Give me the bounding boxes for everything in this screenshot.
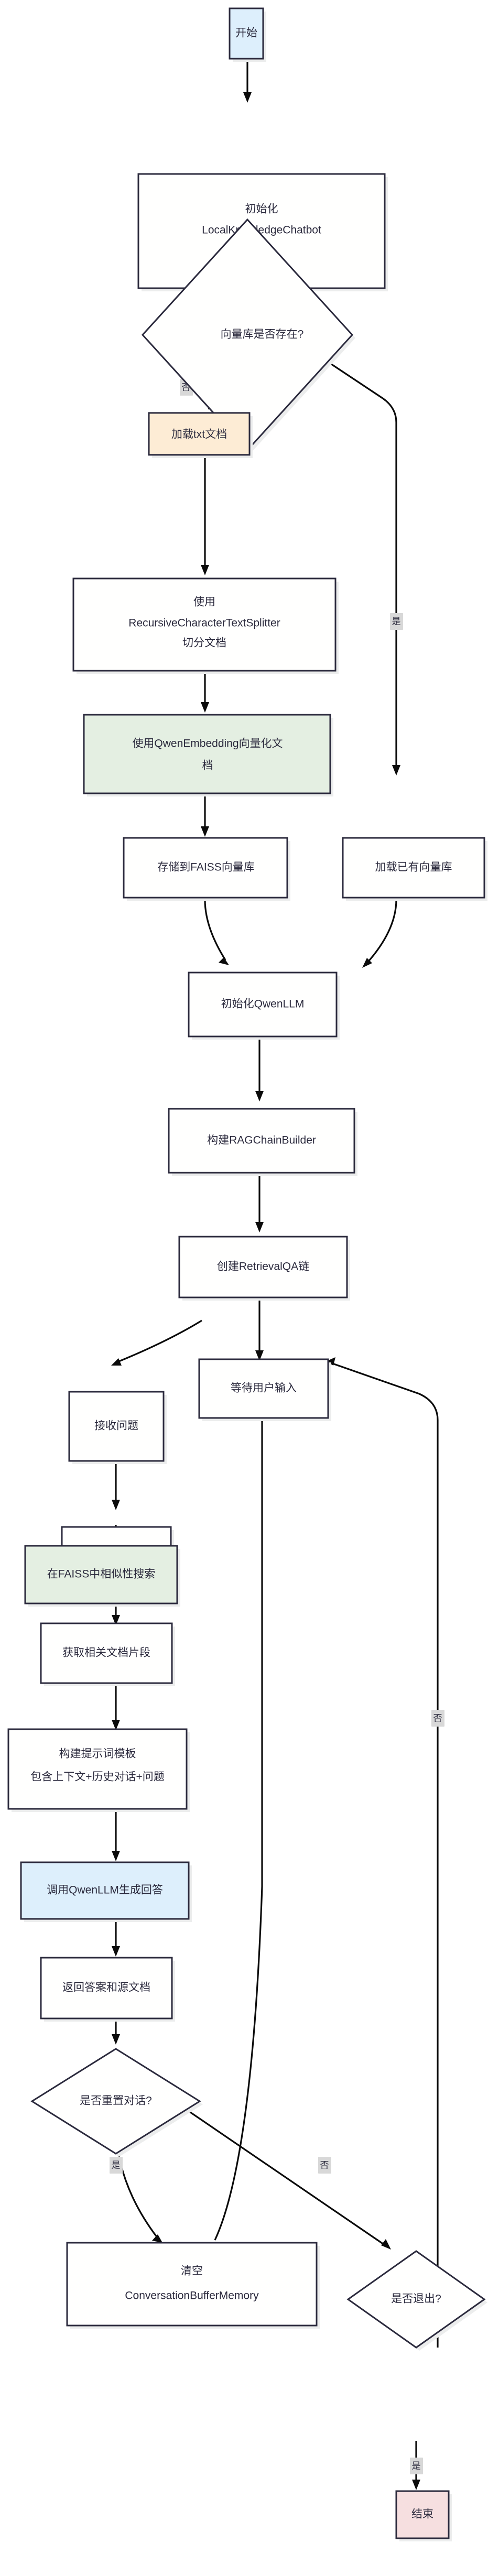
edge-waitinput-to-recvq bbox=[111, 1319, 202, 1366]
node-return-answer[interactable]: 返回答案和源文档 bbox=[40, 1957, 175, 2022]
node-start[interactable]: 开始 bbox=[229, 7, 266, 62]
edge-label-text: 否 bbox=[433, 1713, 442, 1723]
edge-recvq-to-vecq bbox=[112, 1460, 120, 1510]
node-label: 加载txt文档 bbox=[171, 429, 227, 441]
node-decision-reset[interactable]: 是否重置对话? bbox=[30, 2048, 203, 2157]
edge-label-text: 是 bbox=[112, 2160, 121, 2170]
node-build-prompt-template[interactable]: 构建提示词模板 包含上下文+历史对话+问题 bbox=[7, 1728, 190, 1812]
edge-label-text: 否 bbox=[320, 2160, 329, 2170]
edge-embed-to-storefaiss bbox=[201, 792, 209, 837]
edge-clearmem-to-waitinput bbox=[214, 1377, 266, 2241]
node-receive-question[interactable]: 接收问题 bbox=[68, 1391, 167, 1464]
node-label-line1: 使用 bbox=[193, 596, 215, 608]
node-load-txt[interactable]: 加载txt文档 bbox=[148, 412, 253, 458]
edge-label-decreset-no: 否 bbox=[318, 2157, 331, 2174]
node-label-line2: 档 bbox=[202, 760, 213, 772]
node-text-splitter[interactable]: 使用 RecursiveCharacterTextSplitter 切分文档 bbox=[72, 577, 339, 674]
edge-callllm-to-retanswer bbox=[112, 1918, 120, 1957]
edge-initllm-to-ragbuilder bbox=[255, 1038, 264, 1101]
edge-label-decvs-yes: 是 bbox=[390, 613, 403, 630]
node-label-line2: LocalKnowledgeChatbot bbox=[202, 224, 321, 236]
node-label: 是否退出? bbox=[391, 2293, 441, 2305]
edge-layer bbox=[111, 61, 439, 2490]
node-label-line2: ConversationBufferMemory bbox=[125, 2290, 259, 2302]
node-load-existing-vectorstore[interactable]: 加载已有向量库 bbox=[342, 837, 487, 901]
node-create-retrievalqa[interactable]: 创建RetrievalQA链 bbox=[178, 1236, 350, 1301]
edge-storefaiss-to-initllm bbox=[204, 899, 229, 965]
edge-splitter-to-embed bbox=[201, 672, 209, 713]
edge-start-to-init bbox=[243, 61, 252, 103]
edge-decvs-to-loadfaiss bbox=[291, 337, 400, 776]
node-label-line1: 初始化 bbox=[245, 203, 278, 215]
node-label-line1: 使用QwenEmbedding向量化文 bbox=[132, 738, 283, 750]
node-label-line2: RecursiveCharacterTextSplitter bbox=[128, 617, 280, 629]
node-label: 存储到FAISS向量库 bbox=[157, 861, 255, 874]
node-label-line1: 清空 bbox=[181, 2265, 203, 2277]
node-label: 开始 bbox=[235, 27, 257, 39]
node-label: 获取相关文档片段 bbox=[62, 1647, 150, 1659]
edge-loadfaiss-to-initllm bbox=[362, 899, 397, 968]
edge-decexit-to-waitinput bbox=[326, 1357, 439, 2348]
node-faiss-similarity-search[interactable]: 在FAISS中相似性搜索 bbox=[24, 1545, 180, 1607]
node-label: 等待用户输入 bbox=[231, 1382, 297, 1394]
node-label: 创建RetrievalQA链 bbox=[217, 1261, 309, 1273]
node-call-qwenllm[interactable]: 调用QwenLLM生成回答 bbox=[20, 1861, 192, 1922]
node-label: 在FAISS中相似性搜索 bbox=[47, 1568, 156, 1580]
node-label: 构建RAGChainBuilder bbox=[207, 1134, 316, 1147]
edge-ragbuilder-to-retrievalqa bbox=[255, 1174, 264, 1232]
node-clear-memory[interactable]: 清空 ConversationBufferMemory bbox=[66, 2242, 320, 2329]
edge-label-decreset-yes: 是 bbox=[110, 2157, 123, 2174]
node-label-line3: 切分文档 bbox=[182, 637, 226, 649]
node-get-relevant-docs[interactable]: 获取相关文档片段 bbox=[40, 1622, 175, 1686]
node-label: 向量库是否存在? bbox=[221, 329, 304, 341]
node-label-line2: 包含上下文+历史对话+问题 bbox=[30, 1771, 165, 1783]
node-qwen-embedding[interactable]: 使用QwenEmbedding向量化文 档 bbox=[83, 714, 333, 796]
node-label: 返回答案和源文档 bbox=[62, 1982, 150, 1994]
node-label-line1: 构建提示词模板 bbox=[59, 1748, 136, 1760]
node-label: 结束 bbox=[411, 2508, 433, 2520]
edge-retrievalqa-to-waitinput bbox=[255, 1300, 264, 1361]
node-decision-exit[interactable]: 是否退出? bbox=[346, 2250, 487, 2351]
node-store-faiss[interactable]: 存储到FAISS向量库 bbox=[123, 837, 290, 901]
edge-label-decexit-yes: 是 bbox=[410, 2458, 423, 2474]
node-rag-chain-builder[interactable]: 构建RAGChainBuilder bbox=[168, 1108, 357, 1176]
node-end[interactable]: 结束 bbox=[395, 2490, 452, 2541]
node-label: 接收问题 bbox=[94, 1420, 138, 1432]
edge-decreset-to-decexit bbox=[170, 2098, 391, 2250]
edge-label-decexit-no: 否 bbox=[431, 1710, 444, 1727]
node-label: 加载已有向量库 bbox=[375, 861, 452, 874]
node-label: 初始化QwenLLM bbox=[221, 998, 305, 1010]
node-label: 是否重置对话? bbox=[80, 2095, 152, 2107]
node-init-qwenllm[interactable]: 初始化QwenLLM bbox=[188, 972, 340, 1040]
node-wait-user-input[interactable]: 等待用户输入 bbox=[198, 1358, 331, 1421]
node-decision-vectorstore[interactable]: 向量库是否存在? bbox=[141, 218, 355, 453]
edge-label-text: 是 bbox=[412, 2461, 421, 2471]
edge-label-text: 是 bbox=[392, 616, 401, 626]
edge-loadtxt-to-splitter bbox=[201, 438, 209, 575]
node-label: 调用QwenLLM生成回答 bbox=[47, 1884, 163, 1896]
